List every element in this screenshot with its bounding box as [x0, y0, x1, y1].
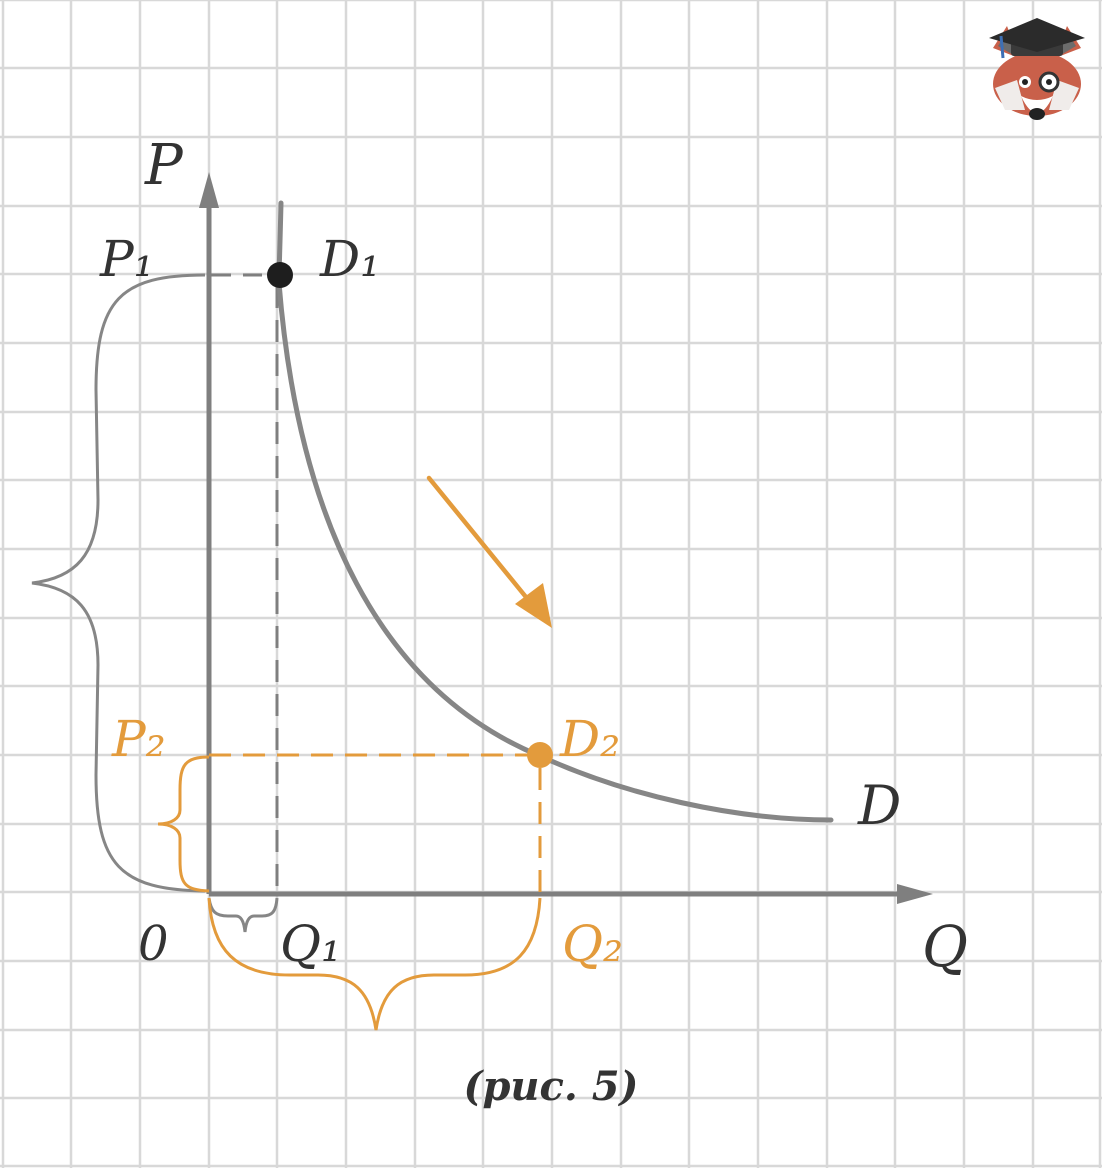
axes [199, 172, 933, 904]
p1-label: P₁ [99, 230, 154, 288]
price-axis-label: P [144, 133, 184, 198]
origin-label: 0 [138, 916, 169, 972]
figure-caption: (рис. 5) [464, 1063, 639, 1110]
d2-label: D₂ [559, 710, 620, 768]
q2-brace [207, 897, 542, 1031]
quantity-axis-label: Q [922, 915, 968, 980]
p2-brace [157, 755, 210, 893]
point-d2 [527, 742, 553, 768]
price-axis-arrowhead [199, 172, 219, 208]
q1-label: Q₁ [280, 915, 341, 973]
curve-label: D [857, 774, 901, 837]
p1-brace [31, 273, 206, 893]
d1-label: D₁ [319, 230, 380, 288]
q1-brace [207, 897, 279, 933]
shift-arrow [426, 475, 552, 628]
fox-logo-icon [989, 18, 1085, 120]
point-d1 [267, 262, 293, 288]
quantity-axis-arrowhead [897, 884, 933, 904]
q2-label: Q₂ [562, 915, 623, 973]
demand-curve [276, 200, 834, 823]
p2-label: P₂ [111, 710, 166, 768]
